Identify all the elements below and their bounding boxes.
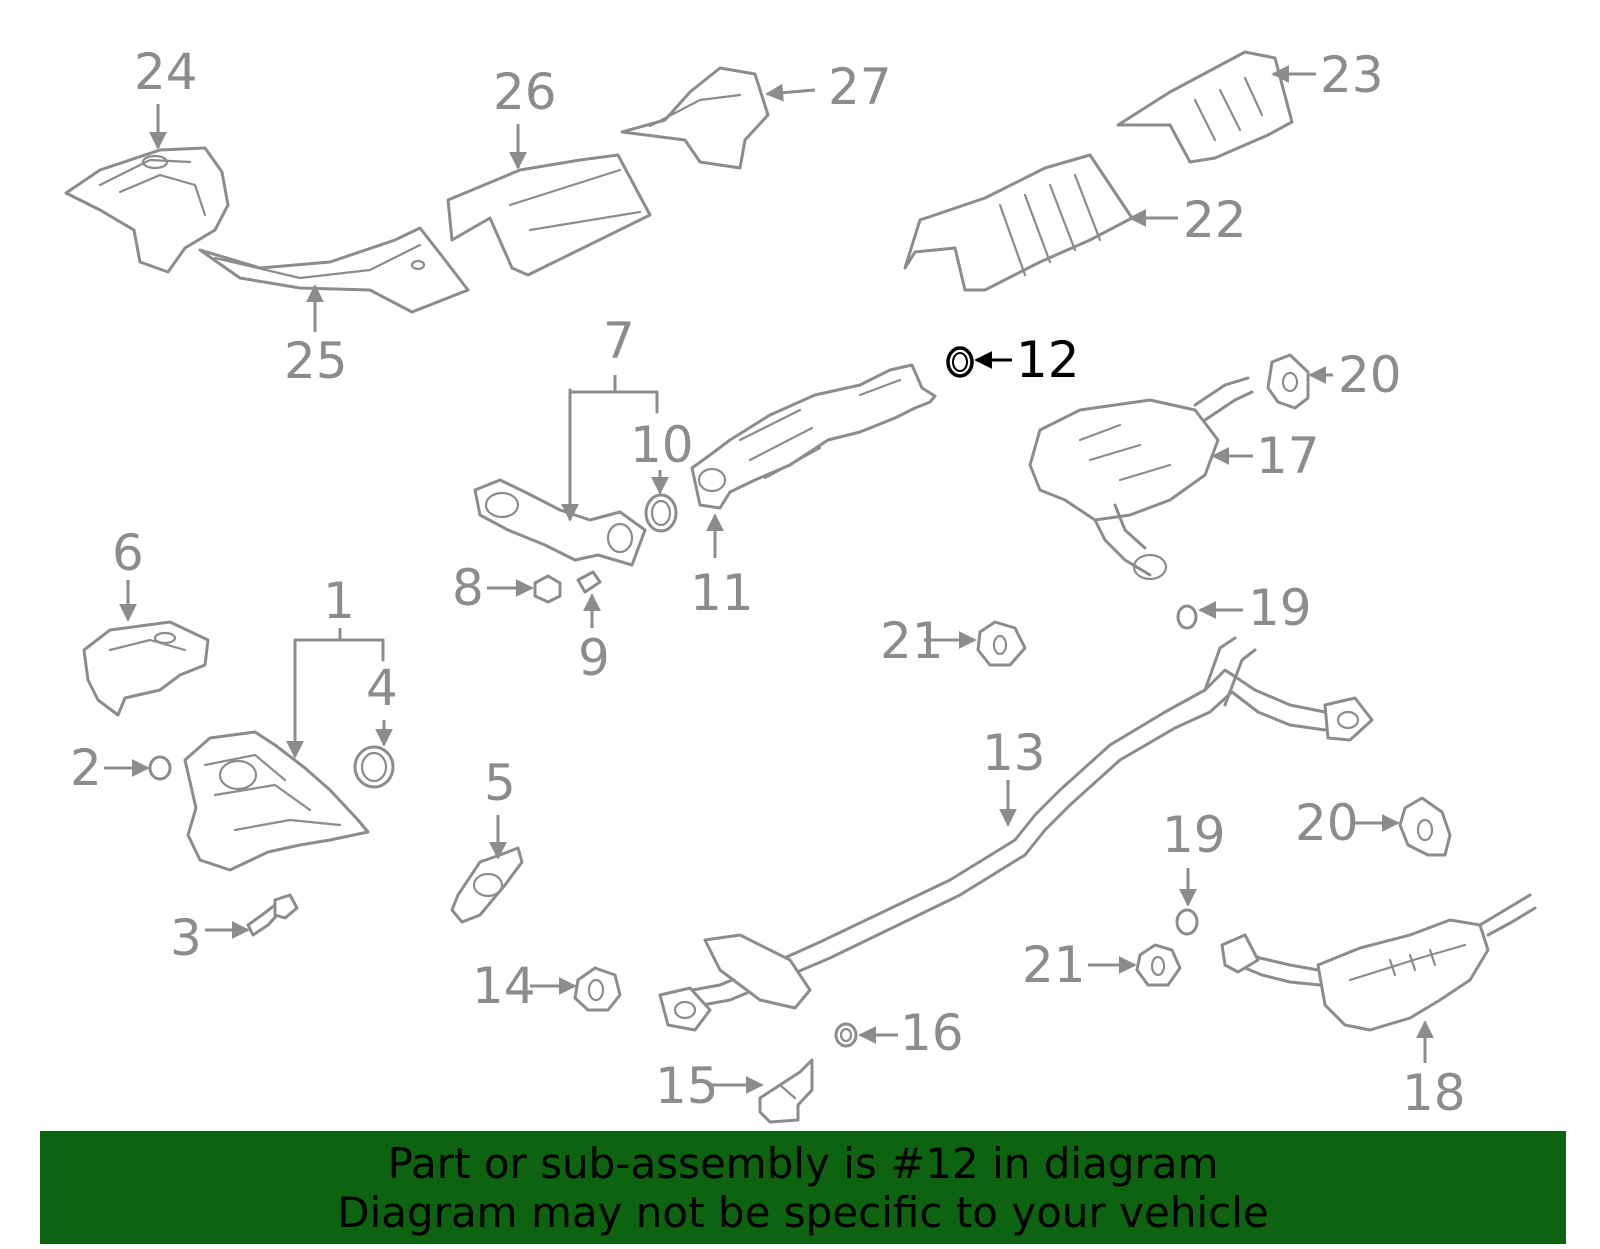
part-16-nut [834, 1022, 858, 1048]
part-27-heat-shield [620, 66, 770, 170]
part-5-gasket [450, 846, 524, 924]
callout-14: 14 [472, 957, 577, 1015]
part-6-heat-shield [82, 620, 210, 717]
callout-27: 27 [765, 58, 892, 116]
callout-11: 11 [690, 513, 754, 622]
callout-7: 7 [561, 312, 659, 522]
part-12-gasket-highlighted [946, 346, 974, 378]
part-18-muffler [1220, 893, 1537, 1032]
part-11-catalytic-converter [690, 363, 937, 510]
svg-text:3: 3 [170, 909, 202, 967]
svg-text:20: 20 [1338, 346, 1402, 404]
part-22-heat-shield [903, 153, 1134, 292]
callout-1: 1 [286, 572, 385, 759]
part-14-hanger [573, 966, 622, 1012]
svg-text:11: 11 [690, 564, 754, 622]
callout-3: 3 [170, 909, 250, 967]
info-banner: Part or sub-assembly is #12 in diagram D… [40, 1131, 1566, 1244]
callout-19-upper: 19 [1198, 579, 1312, 637]
callout-15: 15 [655, 1057, 764, 1115]
svg-text:24: 24 [134, 43, 198, 101]
svg-text:19: 19 [1248, 579, 1312, 637]
part-17-muffler [1028, 376, 1254, 581]
svg-text:16: 16 [900, 1004, 964, 1062]
callout-2: 2 [70, 739, 150, 797]
part-4-ring [353, 745, 395, 789]
callout-24: 24 [134, 43, 198, 150]
callout-8: 8 [452, 559, 534, 617]
part-7-front-pipe [473, 478, 647, 567]
callout-16: 16 [858, 1004, 964, 1062]
svg-text:9: 9 [578, 629, 610, 687]
svg-text:2: 2 [70, 739, 102, 797]
callout-21-upper: 21 [880, 612, 977, 670]
svg-text:25: 25 [284, 332, 348, 390]
svg-text:22: 22 [1183, 191, 1247, 249]
svg-text:5: 5 [484, 754, 516, 812]
svg-text:27: 27 [828, 58, 892, 116]
callout-19-lower: 19 [1162, 806, 1226, 907]
part-1-exhaust-manifold [183, 730, 370, 872]
callout-17: 17 [1211, 427, 1320, 485]
svg-text:15: 15 [655, 1057, 719, 1115]
part-9-stud [576, 570, 602, 594]
part-8-nut [533, 574, 562, 604]
banner-line-2: Diagram may not be specific to your vehi… [337, 1188, 1269, 1237]
part-20-hanger-upper [1266, 353, 1310, 410]
callout-4: 4 [366, 659, 398, 747]
svg-text:4: 4 [366, 659, 398, 717]
callout-21-lower: 21 [1022, 936, 1137, 994]
part-25-heat-shield [198, 226, 470, 314]
callout-23: 23 [1271, 46, 1384, 104]
svg-text:17: 17 [1256, 427, 1320, 485]
callout-25: 25 [284, 284, 348, 390]
part-19-gasket-upper [1176, 604, 1198, 630]
svg-text:23: 23 [1320, 46, 1384, 104]
part-19-gasket-lower [1175, 908, 1199, 936]
callout-5: 5 [484, 754, 516, 860]
svg-text:13: 13 [982, 724, 1046, 782]
svg-text:14: 14 [472, 957, 536, 1015]
callout-12: 12 [974, 331, 1080, 389]
callout-26: 26 [493, 63, 557, 170]
svg-text:21: 21 [1022, 936, 1086, 994]
callout-20-lower: 20 [1295, 794, 1400, 852]
callout-10: 10 [630, 416, 694, 495]
callout-6: 6 [112, 524, 144, 622]
svg-text:12: 12 [1016, 331, 1080, 389]
svg-text:1: 1 [323, 572, 355, 630]
part-13-center-pipe [658, 636, 1374, 1032]
svg-text:8: 8 [452, 559, 484, 617]
svg-text:26: 26 [493, 63, 557, 121]
part-21-hanger-lower [1135, 943, 1182, 987]
svg-text:20: 20 [1295, 794, 1359, 852]
svg-text:19: 19 [1162, 806, 1226, 864]
part-2-nut [148, 755, 172, 781]
part-10-gasket [644, 493, 678, 533]
callout-18: 18 [1402, 1020, 1466, 1122]
callout-20-upper: 20 [1308, 346, 1402, 404]
part-20-hanger-lower [1398, 796, 1452, 857]
callout-13: 13 [982, 724, 1046, 827]
part-26-heat-shield [446, 153, 652, 277]
part-23-heat-shield [1116, 50, 1294, 164]
svg-text:7: 7 [603, 312, 635, 370]
part-24-heat-shield [64, 146, 230, 274]
svg-text:10: 10 [630, 416, 694, 474]
callout-9: 9 [578, 593, 610, 687]
part-21-hanger-upper [976, 620, 1027, 667]
callout-22: 22 [1128, 191, 1247, 249]
svg-text:18: 18 [1402, 1064, 1466, 1122]
part-15-bracket [758, 1058, 814, 1124]
banner-line-1: Part or sub-assembly is #12 in diagram [387, 1139, 1219, 1188]
part-3-bolt [246, 893, 299, 937]
svg-text:6: 6 [112, 524, 144, 582]
